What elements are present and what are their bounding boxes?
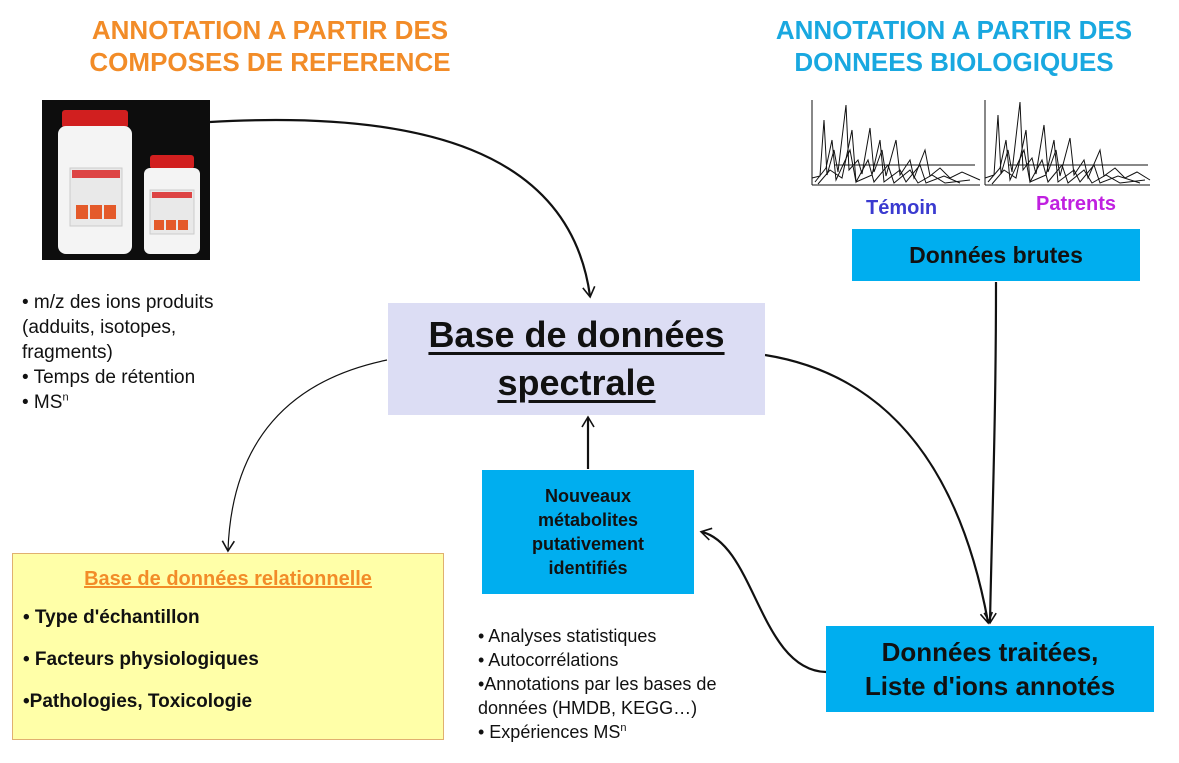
arrow-processed-to-new-metabolites	[699, 527, 827, 674]
msn-superscript: n	[620, 722, 627, 734]
heading-biological-data: ANNOTATION A PARTIR DES DONNEES BIOLOGIQ…	[724, 14, 1179, 78]
spectral-database-line-2: spectrale	[497, 362, 656, 403]
relational-database-title: Base de données relationnelle	[84, 568, 372, 590]
relational-database-item: • Type d'échantillon	[23, 607, 200, 628]
spectra-label-patients: Patrents	[1036, 193, 1117, 215]
new-metabolites-line: putativement	[531, 534, 645, 554]
analysis-bullet: • Autocorrélations	[478, 650, 619, 670]
relational-database-item: •Pathologies, Toxicologie	[23, 691, 253, 712]
relational-database-box: Base de données relationnelle • Type d'é…	[12, 553, 444, 740]
relational-database-item: • Facteurs physiologiques	[23, 649, 259, 670]
arrow-spectral-to-relational	[221, 359, 388, 553]
arrow-spectral-to-processed	[764, 353, 994, 625]
heading-biological-line-2: DONNEES BIOLOGIQUES	[794, 47, 1114, 77]
reference-bullets: • m/z des ions produits (adduits, isotop…	[22, 290, 213, 415]
raw-data-label: Données brutes	[909, 241, 1083, 268]
reference-bullet: (adduits, isotopes,	[22, 317, 177, 338]
spectra-label-temoin: Témoin	[866, 197, 938, 219]
reference-bullet: fragments)	[22, 342, 113, 363]
new-metabolites-line: identifiés	[548, 558, 628, 578]
arrow-reference-to-spectral	[209, 118, 596, 299]
processed-data-line-1: Données traitées,	[881, 637, 1099, 667]
reference-compounds-photo	[42, 100, 210, 260]
analysis-bullet-msn: • Expériences MSn	[478, 722, 627, 742]
spectra-patients-graphic	[984, 100, 1151, 186]
analysis-bullet: •Annotations par les bases de	[478, 674, 717, 694]
heading-reference-line-1: ANNOTATION A PARTIR DES	[91, 15, 449, 45]
arrow-raw-to-processed	[983, 281, 998, 625]
spectral-database-box: Base de données spectrale	[388, 303, 765, 415]
analysis-bullet: • Analyses statistiques	[478, 626, 657, 646]
raw-data-box: Données brutes	[852, 229, 1140, 281]
heading-reference-compounds: ANNOTATION A PARTIR DES COMPOSES DE REFE…	[40, 14, 500, 78]
new-metabolites-box: Nouveaux métabolites putativement identi…	[482, 470, 694, 594]
heading-reference-line-2: COMPOSES DE REFERENCE	[89, 47, 451, 77]
reference-bullet-msn: • MSn	[22, 391, 69, 413]
processed-data-box: Données traitées, Liste d'ions annotés	[826, 626, 1154, 712]
new-metabolites-line: Nouveaux	[544, 486, 632, 506]
spectra-temoin-graphic	[811, 100, 981, 186]
analysis-bullets: • Analyses statistiques • Autocorrélatio…	[478, 624, 716, 744]
msn-superscript: n	[62, 391, 69, 404]
spectral-database-line-1: Base de données	[428, 314, 725, 355]
reference-bullet: • Temps de rétention	[22, 367, 196, 388]
reference-bullet: • m/z des ions produits	[22, 292, 214, 313]
analysis-bullet: données (HMDB, KEGG…)	[478, 698, 698, 718]
heading-biological-line-1: ANNOTATION A PARTIR DES	[775, 15, 1133, 45]
processed-data-line-2: Liste d'ions annotés	[864, 671, 1116, 701]
new-metabolites-line: métabolites	[537, 510, 639, 530]
